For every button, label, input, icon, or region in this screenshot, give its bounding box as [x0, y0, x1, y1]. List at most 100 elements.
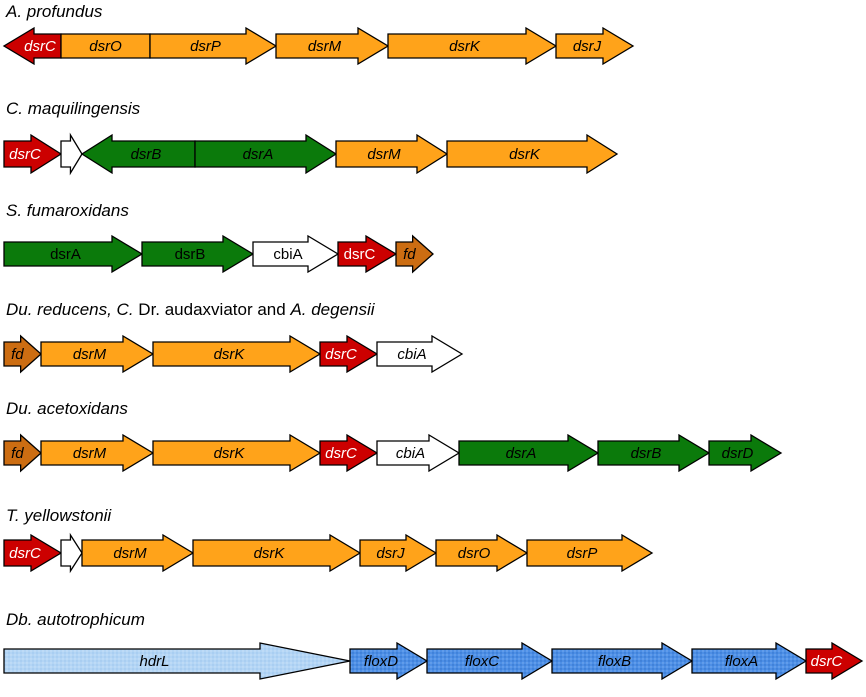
- gene-arrow-dsrM: [275, 26, 390, 66]
- gene-arrow-dsrO: [435, 533, 529, 573]
- gene-arrow-dsrK: [152, 334, 322, 374]
- organism-title-2: S. fumaroxidans: [6, 201, 129, 221]
- organism-title-part: A. profundus: [6, 2, 103, 21]
- gene-arrow-floxA: [691, 641, 808, 681]
- organism-title-5: T. yellowstonii: [6, 506, 111, 526]
- gene-label: floxC: [465, 653, 499, 670]
- gene-arrow-floxD: [349, 641, 429, 681]
- gene-label: dsrO: [89, 38, 122, 55]
- gene-label: dsrK: [214, 445, 246, 462]
- organism-title-3: Du. reducens, C. Dr. audaxviator and A. …: [6, 300, 375, 320]
- gene-label: dsrB: [631, 445, 662, 462]
- gene-arrow-dsrB: [597, 433, 711, 473]
- gene-label: dsrJ: [573, 38, 602, 55]
- gene-arrow-dsrP: [526, 533, 654, 573]
- gene-label: dsrC: [325, 445, 357, 462]
- gene-label: dsrM: [73, 346, 107, 363]
- gene-arrow-dsrD: [708, 433, 783, 473]
- gene-label: hdrL: [139, 653, 169, 670]
- operon-row-5: dsrC dsrM dsrK dsrJ dsrO dsrP: [3, 532, 654, 574]
- gene-arrow-dsrJ: [359, 533, 438, 573]
- gene-arrow-dsrM: [40, 334, 155, 374]
- gene-label: dsrK: [254, 545, 286, 562]
- gene-arrow-dsrM: [40, 433, 155, 473]
- gene-label: dsrP: [567, 545, 598, 562]
- gene-arrow-dsrJ: [555, 26, 635, 66]
- gene-label: dsrC: [325, 346, 357, 363]
- gene-label: dsrJ: [376, 545, 405, 562]
- operon-row-0: dsrC dsrO dsrP dsrM dsrK dsrJ: [2, 26, 635, 66]
- gene-label: floxB: [598, 653, 631, 670]
- gene-arrow-unlabeled: [60, 532, 83, 574]
- gene-arrow-dsrM: [81, 533, 195, 573]
- organism-title-part: Du. reducens, C.: [6, 300, 134, 319]
- gene-label: cbiA: [397, 346, 426, 363]
- gene-arrow-cbiA: [376, 334, 464, 374]
- operon-row-1: dsrC dsrB dsrA dsrM dsrK: [3, 132, 619, 176]
- organism-title-0: A. profundus: [6, 2, 102, 22]
- gene-label: dsrB: [131, 146, 162, 163]
- gene-arrow-dsrK: [192, 533, 362, 573]
- gene-arrow-fd: [3, 334, 42, 374]
- organism-title-1: C. maquilingensis: [6, 99, 140, 119]
- gene-label: dsrD: [722, 445, 754, 462]
- operon-row-6: hdrL floxD floxC floxB floxA dsrC: [3, 641, 864, 681]
- gene-label: fd: [11, 346, 24, 363]
- organism-title-part: Du. acetoxidans: [6, 399, 128, 418]
- gene-label: dsrA: [243, 146, 274, 163]
- gene-arrow-unlabeled: [60, 132, 83, 176]
- gene-label: fd: [11, 445, 24, 462]
- gene-label: dsrA: [506, 445, 537, 462]
- gene-label: dsrM: [308, 38, 342, 55]
- gene-arrow-dsrK: [387, 26, 558, 66]
- gene-arrow-dsrK: [446, 133, 619, 175]
- gene-label: dsrO: [458, 545, 491, 562]
- gene-label: floxA: [725, 653, 758, 670]
- organism-title-part: S. fumaroxidans: [6, 201, 129, 220]
- gene-arrow-dsrP: [149, 26, 278, 66]
- organism-title-4: Du. acetoxidans: [6, 399, 128, 419]
- organism-title-part: A. degensii: [290, 300, 375, 319]
- gene-arrow-floxB: [551, 641, 694, 681]
- gene-arrow-fd: [3, 433, 42, 473]
- gene-label: dsrC: [9, 545, 41, 562]
- gene-label: dsrP: [190, 38, 221, 55]
- organism-title-part: C. maquilingensis: [6, 99, 141, 118]
- organism-title-6: Db. autotrophicum: [6, 610, 145, 630]
- gene-label: dsrM: [113, 545, 147, 562]
- organism-title-part: T. yellowstonii: [6, 506, 112, 525]
- gene-arrow-fd: [395, 234, 434, 274]
- gene-arrow-hdrL: [3, 642, 351, 680]
- gene-arrow-cbiA: [252, 234, 340, 274]
- gene-arrow-dsrA: [3, 234, 144, 274]
- gene-arrow-dsrA: [194, 133, 338, 175]
- operon-row-3: fd dsrM dsrK dsrC cbiA: [3, 334, 464, 374]
- gene-arrow-dsrA: [458, 433, 600, 473]
- gene-label: dsrM: [73, 445, 107, 462]
- gene-label: dsrK: [509, 146, 541, 163]
- gene-arrow-dsrB: [80, 133, 196, 175]
- gene-label: fd: [403, 246, 416, 263]
- gene-arrow-floxC: [426, 641, 554, 681]
- gene-arrow-dsrC: [319, 334, 379, 374]
- gene-arrow-dsrK: [152, 433, 322, 473]
- gene-label: dsrC: [344, 246, 376, 263]
- gene-arrow-dsrC: [319, 433, 379, 473]
- gene-label: cbiA: [396, 445, 425, 462]
- gene-arrow-dsrC: [3, 533, 63, 573]
- gene-arrow-dsrC: [337, 234, 398, 274]
- gene-label: dsrC: [24, 38, 56, 55]
- gene-label: dsrC: [811, 653, 843, 670]
- gene-label: dsrM: [367, 146, 401, 163]
- gene-label: cbiA: [273, 246, 302, 263]
- gene-label: dsrK: [214, 346, 246, 363]
- gene-arrow-dsrC: [2, 26, 62, 66]
- gene-label: dsrK: [449, 38, 481, 55]
- gene-label: dsrC: [9, 146, 41, 163]
- gene-label: floxD: [364, 653, 398, 670]
- gene-arrow-dsrC: [3, 133, 63, 175]
- operon-row-4: fd dsrM dsrK dsrC cbiA dsrA dsrB dsrD: [3, 433, 783, 473]
